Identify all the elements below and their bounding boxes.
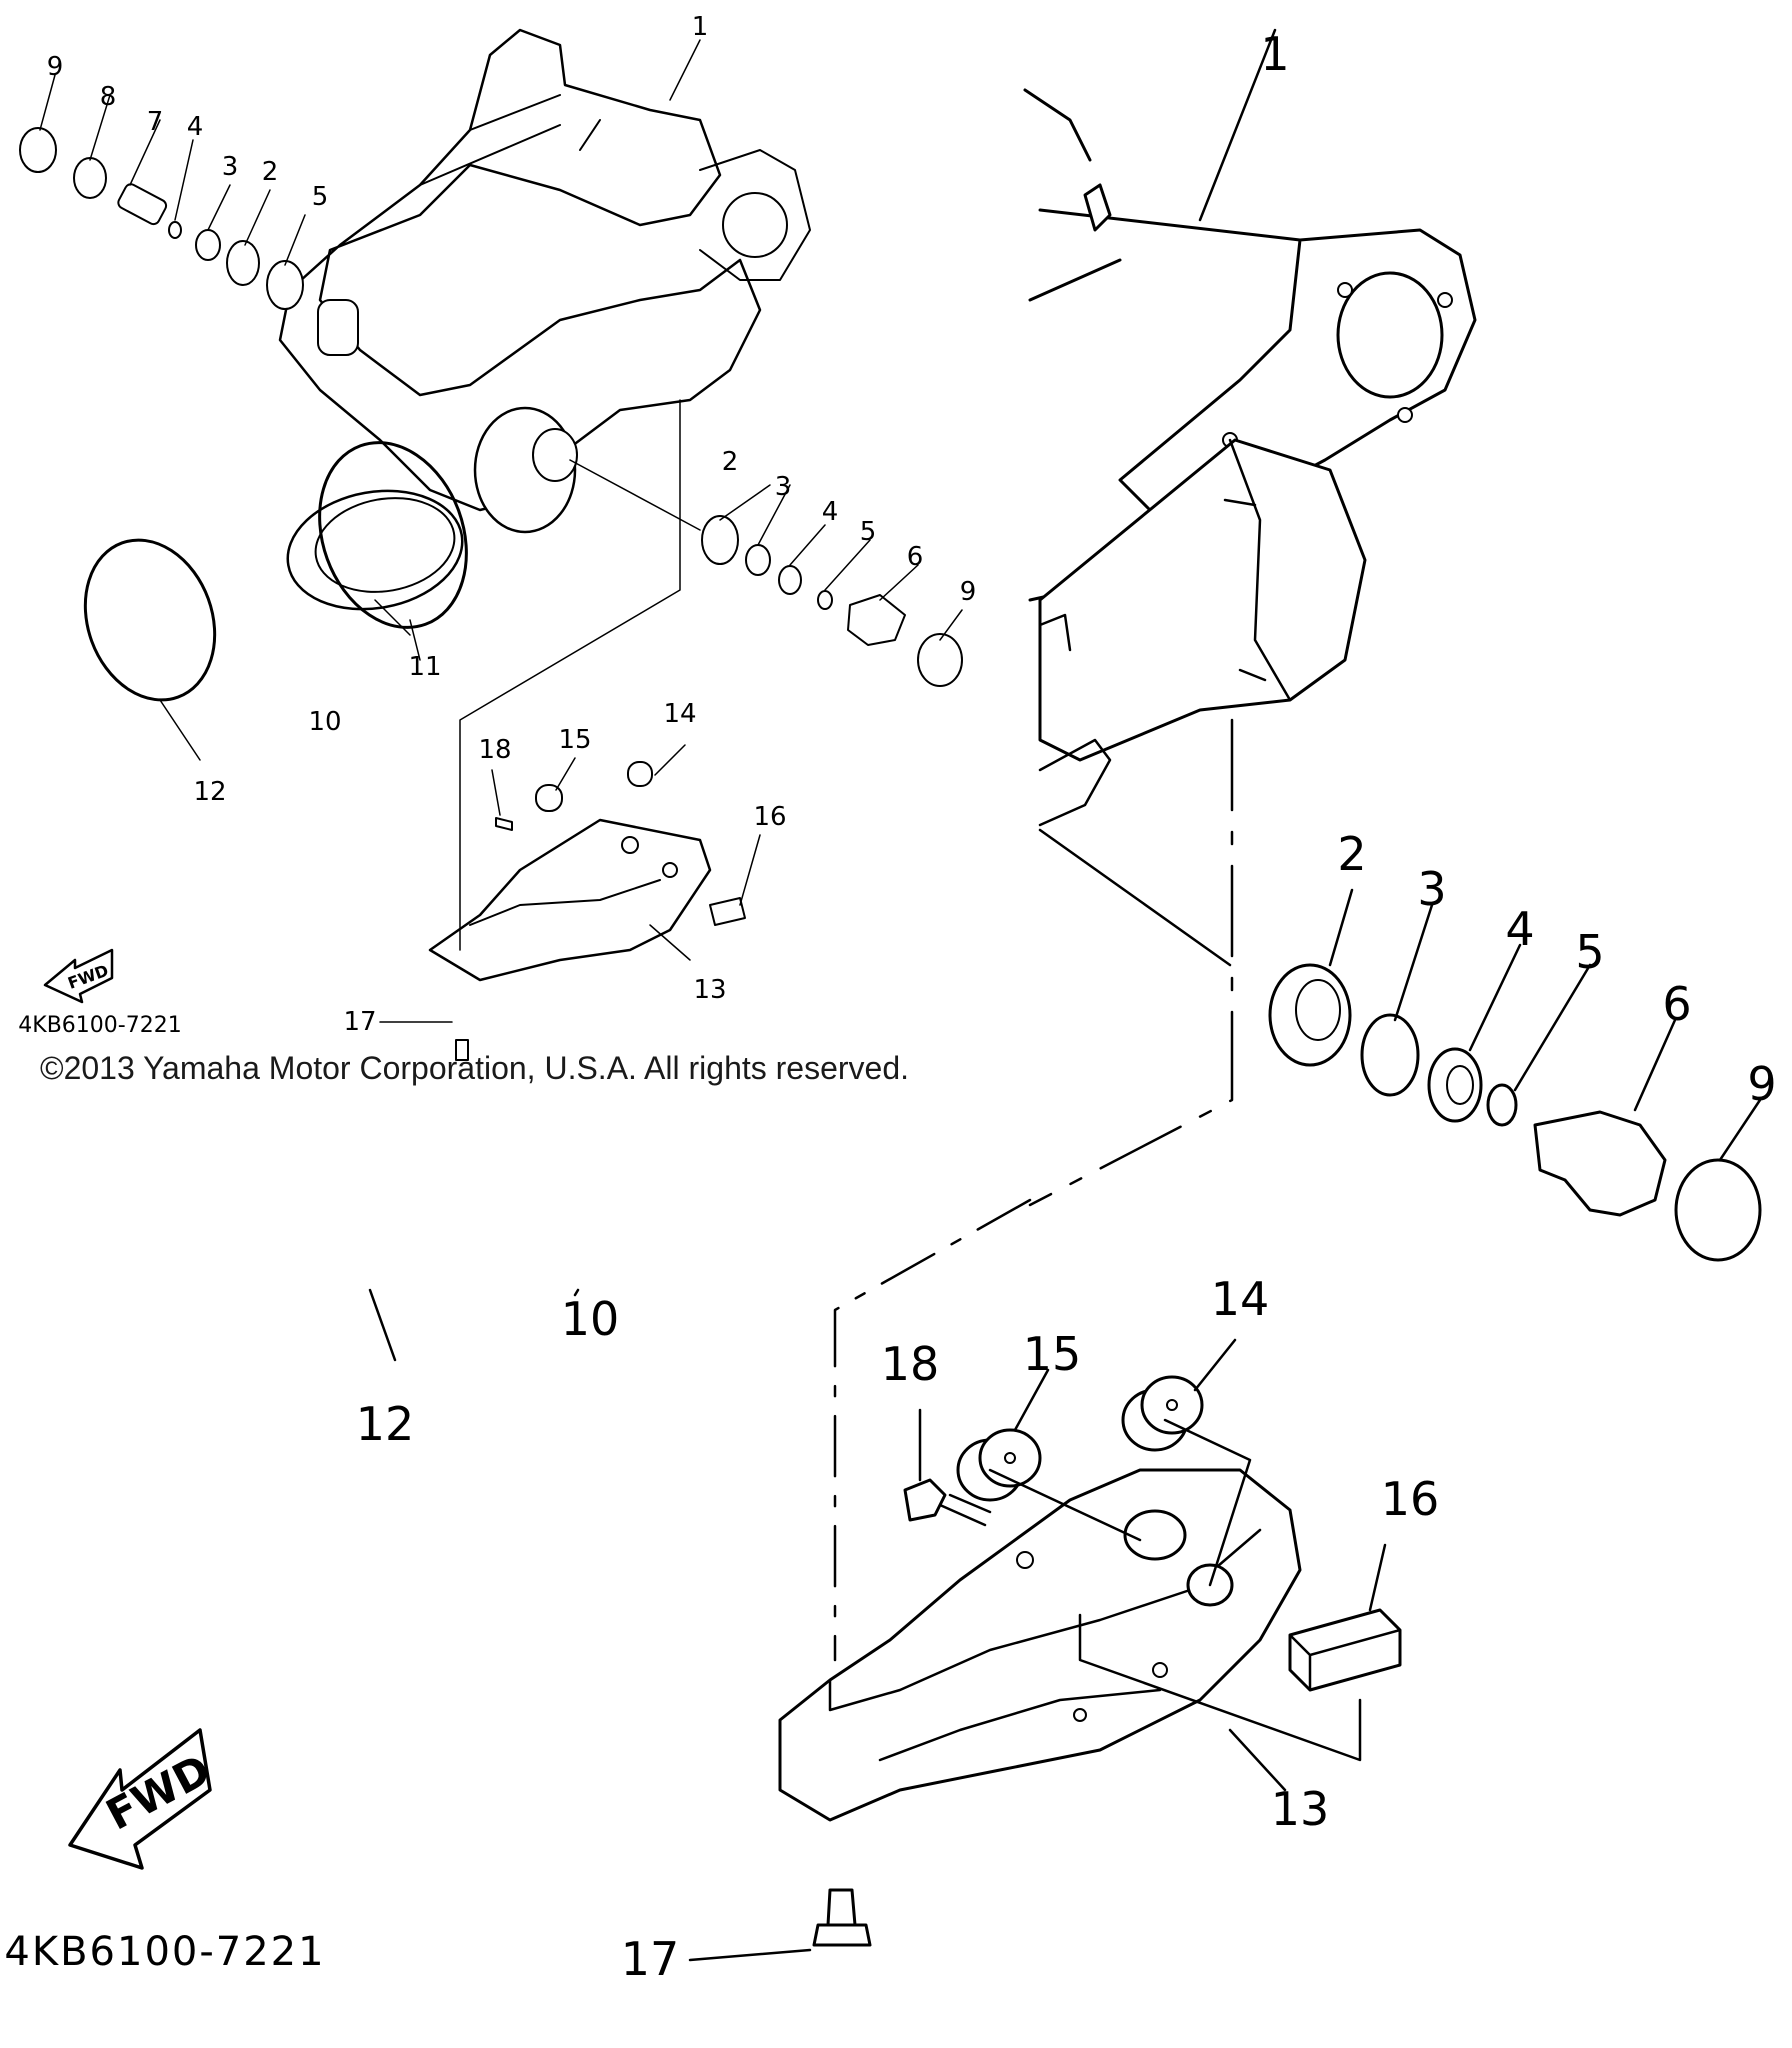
zoomed-label-12: 12	[356, 1397, 415, 1451]
overview-label-6: 6	[907, 542, 924, 572]
overview-label-9-right: 9	[960, 577, 977, 607]
swingarm-zoomed	[1023, 88, 1477, 967]
guard-plate-zoomed	[778, 1468, 1302, 1822]
overview-label-9: 9	[47, 52, 64, 82]
overview-label-13: 13	[693, 975, 726, 1005]
zoomed-label-13: 13	[1271, 1782, 1330, 1836]
overview-label-16: 16	[753, 802, 786, 832]
clamp-12-overview	[83, 538, 217, 702]
overview-label-2-left: 2	[262, 157, 279, 187]
zoomed-label-9: 9	[1747, 1057, 1776, 1111]
o-ring-5-zoomed	[1486, 1083, 1518, 1127]
zoomed-diagram: 1 2 3 4 5 6 9 10 12 13 14 15 16 17 18 FW…	[4, 27, 1776, 1986]
clamp-11-overview	[318, 441, 468, 629]
zoomed-label-2: 2	[1337, 827, 1366, 881]
copyright-notice: ©2013 Yamaha Motor Corporation, U.S.A. A…	[40, 1050, 910, 1086]
swingarm-overview	[278, 28, 811, 534]
overview-label-3-left: 3	[222, 152, 239, 182]
bolt-17-zoomed	[812, 1888, 872, 1947]
overview-label-2: 2	[722, 447, 739, 477]
zoomed-label-10: 10	[561, 1292, 620, 1346]
overview-label-4-left: 4	[187, 112, 204, 142]
zoomed-label-16: 16	[1381, 1472, 1440, 1526]
zoomed-label-17: 17	[621, 1932, 680, 1986]
fwd-arrow-large-icon: FWD	[68, 1728, 218, 1870]
zoomed-label-14: 14	[1211, 1272, 1270, 1326]
damper-14-zoomed	[1121, 1375, 1204, 1452]
overview-label-15: 15	[558, 725, 591, 755]
damper-14-overview	[627, 761, 653, 787]
bolt-18-zoomed	[903, 1478, 992, 1527]
bearing-2-zoomed	[1268, 963, 1352, 1067]
bolt-18-overview	[495, 817, 513, 831]
fwd-arrow-small-icon: FWD	[43, 948, 114, 1004]
shaft-6-zoomed	[1533, 1110, 1667, 1217]
zoomed-label-1: 1	[1260, 27, 1289, 81]
overview-label-5: 5	[860, 517, 877, 547]
zoomed-label-18: 18	[881, 1337, 940, 1391]
part-code-small: 4KB6100-7221	[18, 1013, 181, 1038]
left-shaft-parts-overview	[19, 127, 304, 310]
overview-label-7: 7	[147, 107, 164, 137]
cap-9-zoomed	[1674, 1158, 1762, 1262]
overview-label-8: 8	[100, 82, 117, 112]
guard-plate-overview	[428, 818, 712, 982]
bolt-17-overview	[455, 1039, 469, 1061]
washer-3-zoomed	[1360, 1013, 1420, 1097]
overview-label-1: 1	[692, 12, 709, 42]
zoomed-label-3: 3	[1417, 862, 1446, 916]
zoomed-labels: 1 2 3 4 5 6 9 10 12 13 14 15 16 17 18	[356, 27, 1777, 1986]
zoomed-label-4: 4	[1505, 902, 1534, 956]
overview-label-5-left: 5	[312, 182, 329, 212]
overview-label-14: 14	[663, 699, 696, 729]
overview-label-18: 18	[478, 735, 511, 765]
pad-16-zoomed	[1288, 1608, 1402, 1692]
damper-15-zoomed	[956, 1428, 1042, 1502]
mount-hole-large-zoomed	[1123, 1509, 1187, 1561]
overview-label-4: 4	[822, 497, 839, 527]
part-code-large: 4KB6100-7221	[4, 1929, 325, 1975]
zoomed-label-6: 6	[1662, 977, 1691, 1031]
pad-16-overview	[709, 897, 746, 926]
right-shaft-parts-overview	[569, 459, 963, 687]
overview-label-10: 10	[308, 707, 341, 737]
seal-4-zoomed	[1427, 1047, 1483, 1123]
overview-labels: 1 2 3 4 5 6 7 8 9 10 11 12 13 14 15 16 1…	[47, 12, 977, 1037]
overview-label-3: 3	[775, 472, 792, 502]
overview-label-11: 11	[408, 652, 441, 682]
overview-diagram: 1 2 3 4 5 6 7 8 9 10 11 12 13 14 15 16 1…	[18, 12, 977, 1061]
overview-label-12: 12	[193, 777, 226, 807]
zoomed-label-5: 5	[1575, 925, 1604, 979]
overview-label-17: 17	[343, 1007, 376, 1037]
damper-15-overview	[535, 784, 563, 812]
zoomed-label-15: 15	[1023, 1327, 1082, 1381]
shaft-parts-zoomed	[1268, 963, 1762, 1262]
